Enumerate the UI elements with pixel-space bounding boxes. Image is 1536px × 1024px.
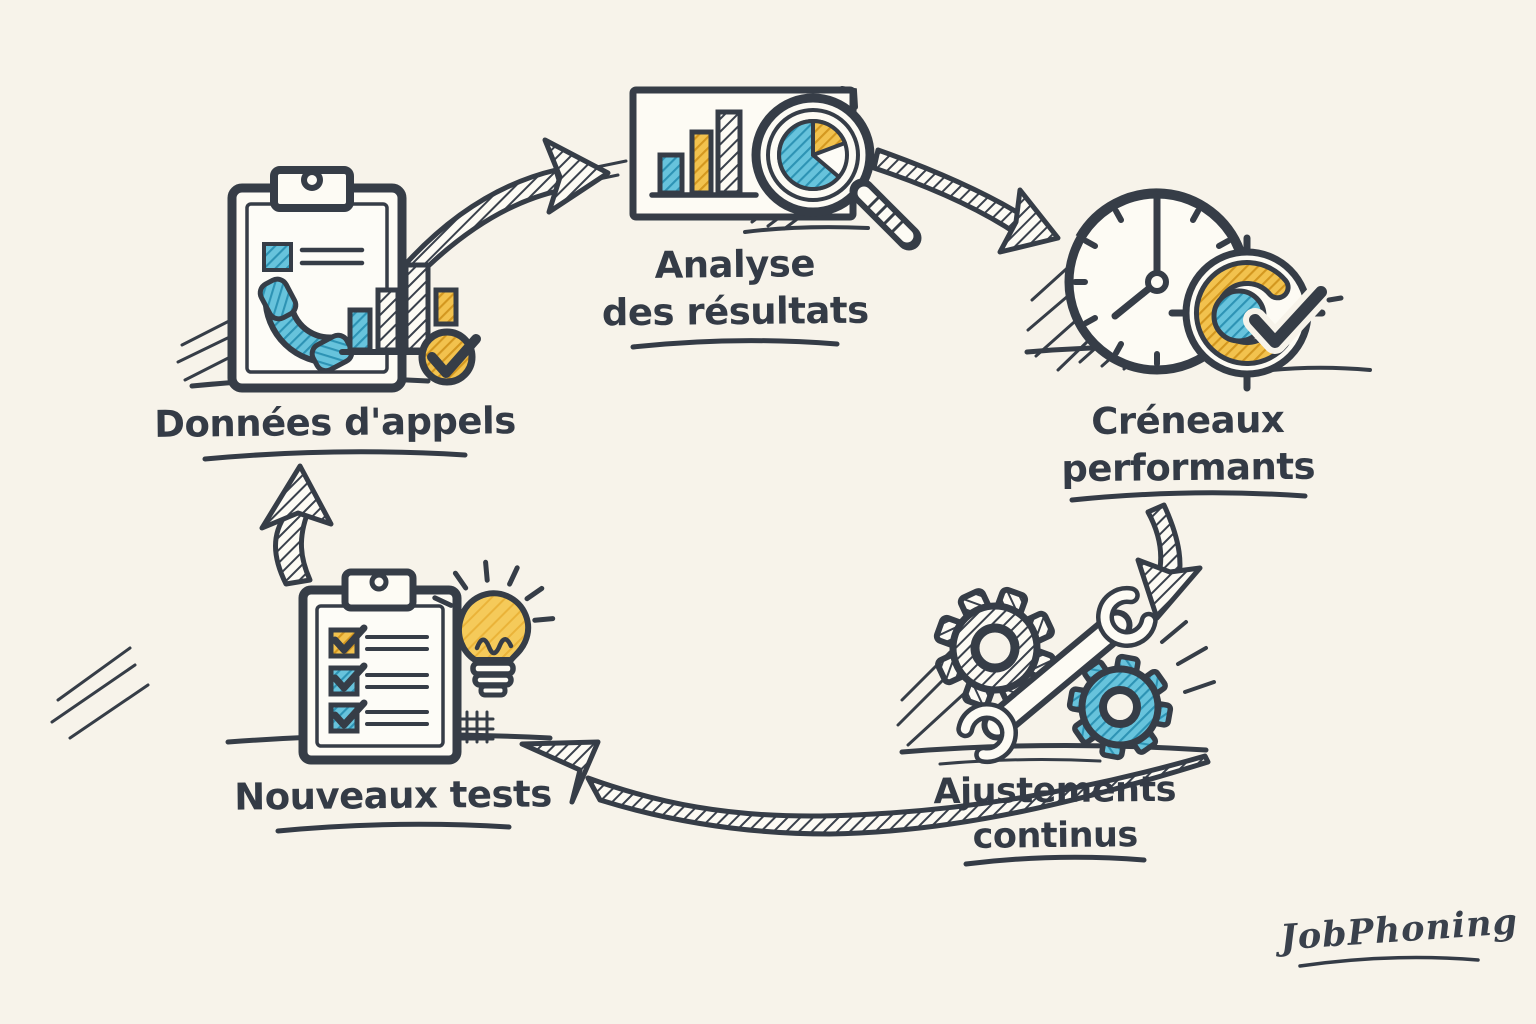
gears-wrench-icon [935, 586, 1171, 764]
underline-nouveaux [275, 821, 512, 834]
step-label-donnees-dappels: Données d'appels [135, 397, 535, 449]
label-line: Nouveaux tests [234, 772, 552, 819]
underline-analyse [630, 338, 840, 350]
step-label-creneaux-performants: Créneaux performants [1018, 395, 1359, 493]
arrow-nouveaux-to-donnees [259, 463, 334, 587]
clipboard-phone-call-data-icon [227, 166, 481, 393]
clipboard [298, 568, 462, 765]
arrow-head [542, 137, 611, 215]
clipboard-checklist-lightbulb-icon [298, 559, 556, 765]
document-text-lines [299, 247, 365, 266]
underline-logo [1298, 955, 1480, 968]
checklist [328, 624, 429, 734]
magnifier-icon [751, 93, 922, 251]
label-line: Données d'appels [154, 399, 516, 446]
lightbulb-icon [432, 559, 556, 698]
arrow-creneaux-to-ajustements [1135, 502, 1203, 621]
target-icon [1168, 234, 1344, 392]
label-line: Ajustements [933, 769, 1177, 813]
arrow-shaft [585, 753, 1211, 837]
label-line: Analyse [654, 242, 816, 287]
arrow-analyse-to-creneaux [871, 147, 1061, 255]
step-label-ajustements-continus: Ajustements continus [905, 767, 1206, 860]
pie-chart-icon [777, 118, 849, 191]
label-line: continus [972, 814, 1138, 857]
label-line: des résultats [601, 288, 869, 335]
arrow-head [519, 739, 601, 805]
bar-chart-magnifier-pie-icon [629, 86, 922, 251]
underline-creneaux [1069, 490, 1308, 503]
label-line: performants [1061, 445, 1316, 491]
magnifier-handle [849, 178, 922, 251]
arrow-ajustements-to-nouveaux [519, 739, 1211, 837]
label-underlines [202, 338, 1480, 968]
check-badge-icon [418, 328, 481, 386]
check-icon [1249, 286, 1327, 348]
gear-icon-white [935, 588, 1054, 707]
step-label-nouveaux-tests: Nouveaux tests [218, 770, 568, 821]
wrench-icon [956, 586, 1158, 764]
hash-scribble [459, 710, 495, 744]
underline-ajustements [963, 854, 1147, 867]
document-color-square [262, 242, 293, 272]
label-line: Créneaux [1090, 397, 1285, 444]
phone-handset-icon [257, 276, 355, 374]
clock-target-check-icon [1064, 188, 1344, 392]
arrow-head [259, 463, 334, 531]
step-label-analyse-des-resultats: Analyse des résultats [585, 239, 886, 337]
gear-icon-blue [1069, 656, 1171, 758]
arrow-head [997, 187, 1061, 255]
bar-chart-icon [649, 109, 759, 198]
arrow-donnees-to-analyse [399, 137, 611, 283]
underline-donnees [202, 449, 468, 462]
arrow-head [1135, 557, 1203, 621]
